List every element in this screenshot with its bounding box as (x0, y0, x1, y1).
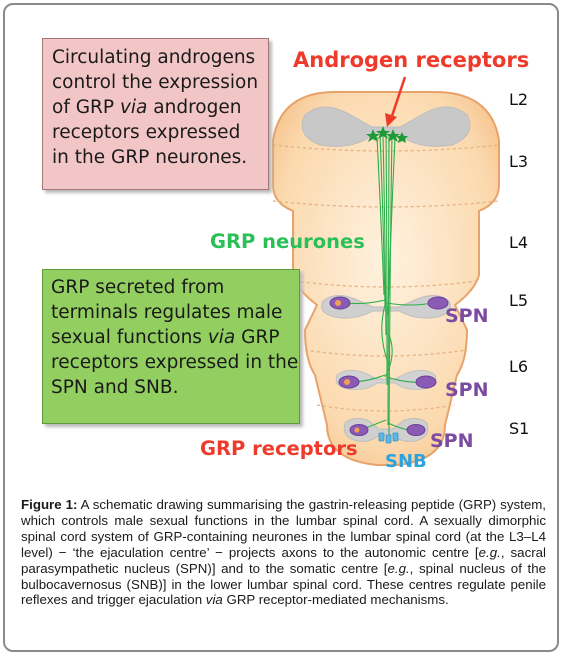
androgen-receptors-label: Androgen receptors (293, 48, 530, 72)
spn-nucleus-right (415, 375, 437, 389)
figure-panel: Circulating androgens control the expres… (3, 3, 559, 652)
note-line: of GRP via androgen (52, 97, 242, 118)
caption-label: Figure 1: (21, 497, 78, 512)
note-line: GRP secreted from (51, 277, 225, 298)
spn-nucleus-right (406, 424, 426, 436)
note-line: sexual functions via GRP (51, 327, 280, 348)
spn-nucleus-right (427, 296, 449, 310)
snb-nucleus (378, 432, 399, 444)
grp-neurone-star (396, 132, 408, 143)
segment-label-l6: L6 (509, 357, 529, 376)
note-line: control the expression (52, 72, 259, 93)
spn-label-s1: SPN (430, 430, 474, 452)
grp-receptors-label: GRP receptors (200, 437, 358, 460)
segment-label-l2: L2 (509, 90, 529, 109)
androgen-control-note: Circulating androgens control the expres… (42, 38, 269, 190)
note-line: in the GRP neurones. (52, 147, 248, 168)
gray-matter-l6 (335, 369, 437, 390)
spn-nuclei-l5 (329, 296, 449, 310)
spn-nuclei-l6 (338, 375, 437, 389)
note-line: SPN and SNB. (51, 377, 179, 398)
gray-matter-l5 (321, 295, 451, 319)
grp-function-note: GRP secreted from terminals regulates ma… (42, 269, 300, 424)
segment-label-l3: L3 (509, 152, 529, 171)
note-line: receptors expressed (52, 122, 241, 143)
grp-neurone-star (376, 126, 390, 139)
androgen-receptor-arrow (385, 76, 407, 127)
gray-matter-upper (301, 106, 471, 147)
grp-neurones-label: GRP neurones (210, 230, 365, 253)
spinal-cord-outline (272, 91, 500, 466)
segment-label-l4: L4 (509, 233, 529, 252)
gray-matter-s1 (343, 417, 429, 442)
figure-caption: Figure 1: A schematic drawing summarisin… (21, 497, 546, 608)
grp-neurone-cluster (366, 126, 408, 143)
segment-label-s1: S1 (509, 419, 530, 438)
spinal-cord-diagram (272, 76, 500, 466)
grp-neurone-star (366, 129, 380, 142)
grp-neurone-star (386, 129, 400, 142)
segment-label-l5: L5 (509, 291, 529, 310)
spn-nuclei-s1 (349, 424, 426, 436)
spn-label-l5: SPN (445, 305, 489, 327)
snb-label: SNB (385, 451, 427, 472)
note-line: Circulating androgens (52, 47, 256, 68)
note-line: receptors expressed in the (51, 352, 299, 373)
spn-label-l6: SPN (445, 379, 489, 401)
note-line: terminals regulates male (51, 302, 283, 323)
